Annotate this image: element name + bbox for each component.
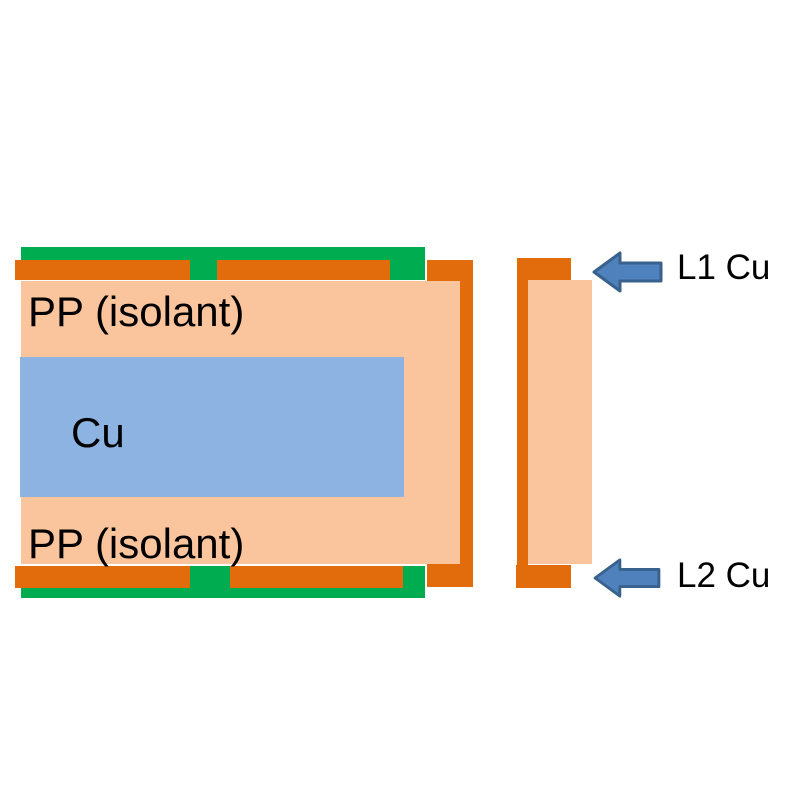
l2-cu-label: L2 Cu [677, 556, 771, 595]
pp-top-label: PP (isolant) [28, 288, 245, 335]
copper-top-segment-2 [217, 260, 390, 280]
cu-core-label: Cu [71, 409, 125, 456]
copper-top-segment-1 [15, 260, 190, 280]
l1-cu-label: L1 Cu [677, 248, 771, 287]
edge-pp-body [528, 280, 592, 564]
pp-bottom-label: PP (isolant) [28, 520, 245, 567]
edge-copper-cap-bottom [516, 565, 571, 588]
edge-copper-cap-top [517, 258, 571, 280]
edge-copper-column [517, 258, 528, 588]
cu-core [20, 357, 404, 497]
copper-bottom-segment-1 [15, 566, 190, 588]
l1-left-arrow-icon [592, 251, 663, 293]
copper-bottom-segment-2 [230, 566, 403, 588]
l2-left-arrow-icon [593, 558, 661, 598]
